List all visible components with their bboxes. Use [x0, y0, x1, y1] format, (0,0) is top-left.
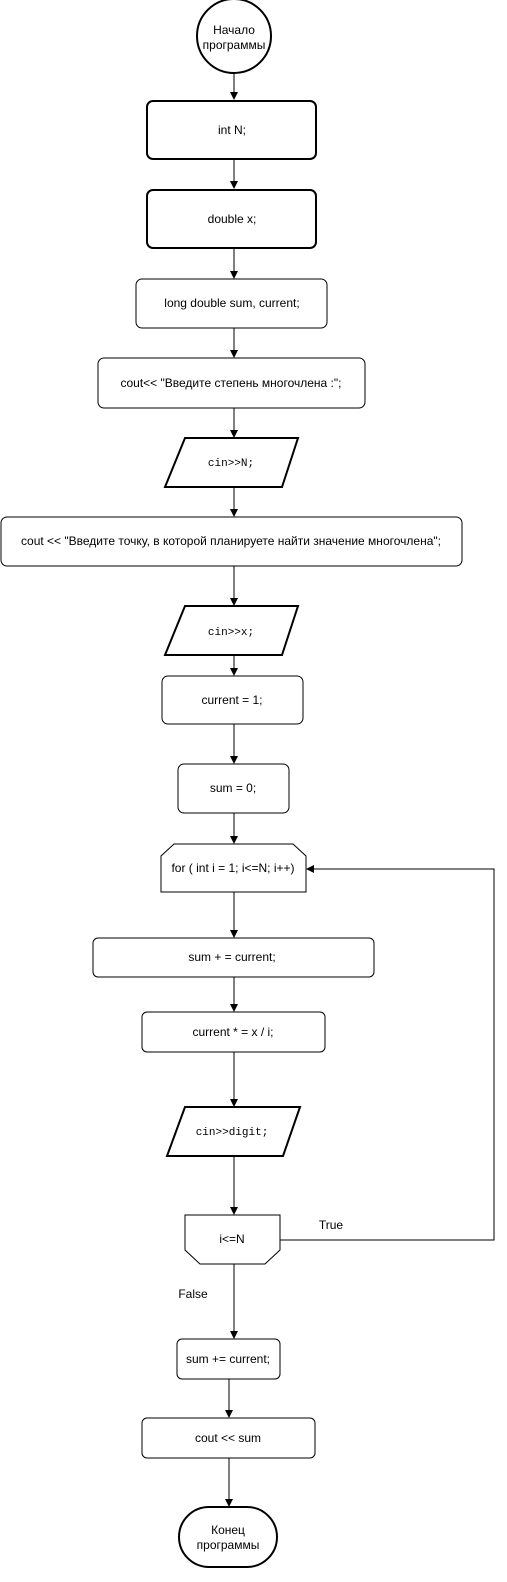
input-x-label: cin>>x;	[208, 627, 254, 639]
process-update-current-label: current * = x / i;	[192, 1025, 273, 1039]
input-x-shape	[163, 605, 300, 656]
process-int-n-shape	[146, 100, 317, 160]
process-output-sum: cout << sum	[141, 1417, 316, 1459]
input-x: cin>>x;	[163, 605, 300, 656]
process-prompt-degree: cout<< "Введите степень многочлена :";	[97, 357, 366, 409]
start-terminal-line-2: программы	[203, 38, 266, 52]
process-long-double-label: long double sum, current;	[164, 296, 299, 310]
loop-for-shape	[160, 843, 307, 893]
process-int-n-label: int N;	[218, 123, 246, 137]
process-init-current-shape	[161, 675, 304, 725]
process-init-sum-label: sum = 0;	[210, 781, 256, 795]
loop-condition-label: i<=N	[219, 1232, 244, 1246]
process-double-x-label: double x;	[208, 212, 257, 226]
end-terminal-line-2: программы	[197, 1538, 260, 1552]
process-final-add-shape	[176, 1338, 281, 1380]
process-long-double: long double sum, current;	[135, 278, 328, 329]
start-terminal: Начало программы	[196, 0, 272, 74]
start-terminal-shape	[196, 0, 272, 74]
loop-for: for ( int i = 1; i<=N; i++)	[160, 843, 307, 893]
process-long-double-shape	[135, 278, 328, 329]
loop-for-label: for ( int i = 1; i<=N; i++)	[171, 861, 294, 875]
process-prompt-point-label: cout << "Введите точку, в которой планир…	[21, 534, 441, 548]
process-add-current-shape	[92, 937, 375, 978]
process-int-n: int N;	[146, 100, 317, 160]
edge-label-false: False	[178, 1287, 208, 1301]
input-n-shape	[163, 437, 300, 488]
process-output-sum-label: cout << sum	[195, 1431, 261, 1445]
edge-label-true: True	[319, 1218, 344, 1232]
process-double-x: double x;	[146, 189, 317, 249]
process-final-add-label: sum += current;	[186, 1352, 270, 1366]
process-prompt-degree-shape	[97, 357, 366, 409]
process-final-add: sum += current;	[176, 1338, 281, 1380]
end-terminal-line-1: Конец	[211, 1523, 245, 1537]
process-update-current: current * = x / i;	[141, 1011, 326, 1053]
process-prompt-point-shape	[0, 516, 463, 567]
process-init-sum: sum = 0;	[177, 763, 290, 814]
process-init-current: current = 1;	[161, 675, 304, 725]
end-terminal: Конец программы	[178, 1506, 278, 1568]
process-output-sum-shape	[141, 1417, 316, 1459]
input-digit-label: cin>>digit;	[196, 1127, 269, 1139]
process-init-current-label: current = 1;	[201, 693, 262, 707]
start-terminal-line-1: Начало	[213, 23, 255, 37]
input-n: cin>>N;	[163, 437, 300, 488]
process-update-current-shape	[141, 1011, 326, 1053]
process-init-sum-shape	[177, 763, 290, 814]
input-digit: cin>>digit;	[165, 1106, 302, 1157]
process-add-current: sum + = current;	[92, 937, 375, 978]
process-double-x-shape	[146, 189, 317, 249]
process-prompt-point: cout << "Введите точку, в которой планир…	[0, 516, 463, 567]
loop-condition-shape	[184, 1214, 281, 1265]
input-n-label: cin>>N;	[208, 458, 254, 470]
loop-condition: i<=N	[184, 1214, 281, 1265]
end-terminal-shape	[178, 1506, 278, 1568]
edge-condition-true-loop-back	[280, 865, 495, 1241]
process-add-current-label: sum + = current;	[188, 950, 275, 964]
input-digit-shape	[165, 1106, 302, 1157]
edges	[225, 70, 495, 1507]
process-prompt-degree-label: cout<< "Введите степень многочлена :";	[120, 376, 341, 390]
